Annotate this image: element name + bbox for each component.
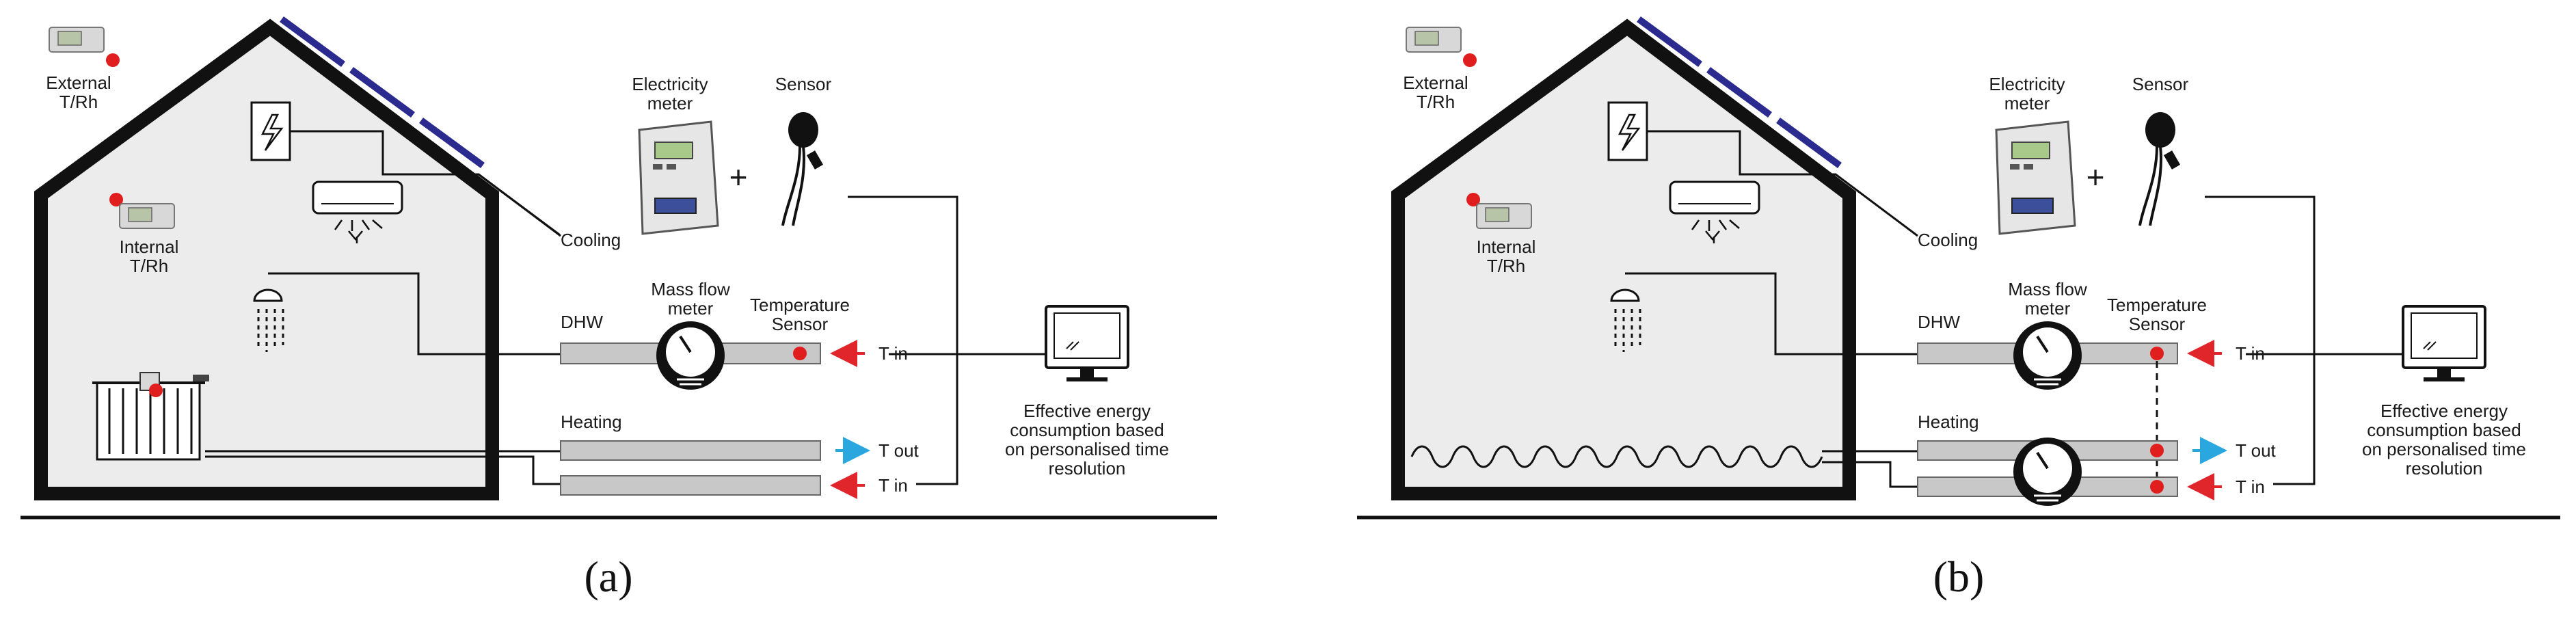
computer-label-line2: consumption based (1010, 420, 1164, 440)
tin-label-dhw: T in (2236, 343, 2265, 364)
tin-label-dhw: T in (878, 343, 908, 364)
shower-icon (1610, 288, 1641, 352)
clamp-sensor-icon (781, 112, 824, 226)
heating-pipe-out (560, 440, 821, 461)
external-label-line1: External (1403, 72, 1468, 93)
flow-meter-icon (2013, 438, 2082, 506)
panel-a-caption: (a) (584, 552, 632, 601)
dhw-label: DHW (561, 312, 604, 332)
tempsensor-label-line1: Temperature (2107, 295, 2207, 315)
tempsensor-label-line1: Temperature (750, 295, 850, 315)
sensor-label: Sensor (775, 74, 832, 94)
massflow-label-line2: meter (668, 298, 714, 319)
tin-label-heating: T in (878, 475, 908, 496)
computer-label-line1: Effective energy (2380, 401, 2508, 421)
internal-logger-icon (1466, 193, 1532, 229)
internal-label-line2: T/Rh (1487, 256, 1525, 276)
flow-meter-icon (656, 321, 725, 390)
internal-logger-icon (109, 193, 175, 229)
heating-out-temp-dot (2150, 444, 2164, 457)
meter-label-line1: Electricity (632, 74, 708, 94)
panel-a: External T/Rh Internal T/Rh (21, 16, 1217, 601)
massflow-label-line1: Mass flow (2008, 279, 2087, 299)
tempsensor-label-line2: Sensor (772, 314, 829, 334)
internal-label-line1: Internal (1477, 237, 1536, 257)
computer-monitor-icon (2402, 305, 2486, 381)
dhw-temp-sensor-dot (2150, 347, 2164, 360)
heating-label: Heating (1918, 412, 1979, 432)
tout-label: T out (878, 440, 920, 461)
flow-meter-icon (2013, 321, 2082, 390)
meter-label-line1: Electricity (1989, 74, 2065, 94)
house-outline (1391, 18, 1856, 500)
external-label-line1: External (46, 72, 111, 93)
internal-wiring (1625, 130, 1918, 488)
meter-label-line2: meter (2004, 93, 2050, 113)
clamp-sensor-icon (2138, 112, 2181, 226)
electric-panel-icon (250, 101, 291, 161)
plus-sign: + (2087, 159, 2105, 195)
internal-label-line1: Internal (120, 237, 179, 257)
computer-label-line4: resolution (2406, 458, 2483, 479)
heating-in-temp-dot (2150, 480, 2164, 494)
air-conditioner-icon (1669, 180, 1760, 243)
air-conditioner-icon (312, 180, 403, 243)
external-label-line2: T/Rh (59, 92, 98, 112)
electricity-meter-icon (638, 120, 719, 235)
plus-sign: + (729, 159, 748, 195)
computer-label-line3: on personalised time (2362, 439, 2526, 459)
cooling-label: Cooling (561, 230, 621, 250)
signal-wire (848, 196, 958, 485)
electric-panel-icon (1607, 101, 1648, 161)
external-logger-icon (1406, 27, 1477, 67)
massflow-label-line1: Mass flow (651, 279, 730, 299)
dhw-label: DHW (1918, 312, 1961, 332)
panel-b-caption: (b) (1933, 552, 1985, 601)
computer-monitor-icon (1045, 305, 1129, 381)
electricity-meter-icon (1995, 120, 2076, 235)
computer-label-line4: resolution (1049, 458, 1126, 479)
heating-label: Heating (561, 412, 622, 432)
cooling-label: Cooling (1918, 230, 1978, 250)
panel-b: External T/Rh Internal T/Rh (1357, 16, 2560, 601)
computer-label-line3: on personalised time (1005, 439, 1169, 459)
internal-wiring (205, 130, 561, 485)
heating-pipe-in (560, 475, 821, 496)
dhw-temp-sensor-dot (793, 347, 807, 360)
shower-icon (253, 288, 284, 352)
solar-panels-icon (1637, 16, 1842, 169)
computer-label-line2: consumption based (2367, 420, 2521, 440)
sensor-label: Sensor (2132, 74, 2189, 94)
tout-label: T out (2236, 440, 2277, 461)
external-logger-icon (49, 27, 120, 67)
massflow-label-line2: meter (2025, 298, 2071, 319)
signal-wire (2205, 196, 2316, 485)
radiator-icon (92, 372, 209, 461)
tin-label-heating: T in (2236, 476, 2265, 497)
external-label-line2: T/Rh (1417, 92, 1455, 112)
solar-panels-icon (280, 16, 485, 169)
tempsensor-label-line2: Sensor (2129, 314, 2186, 334)
internal-label-line2: T/Rh (130, 256, 168, 276)
cooling-wire (478, 173, 560, 236)
meter-label-line2: meter (647, 93, 693, 113)
computer-label-line1: Effective energy (1023, 401, 1151, 421)
underfloor-heating-icon (1410, 445, 1823, 468)
